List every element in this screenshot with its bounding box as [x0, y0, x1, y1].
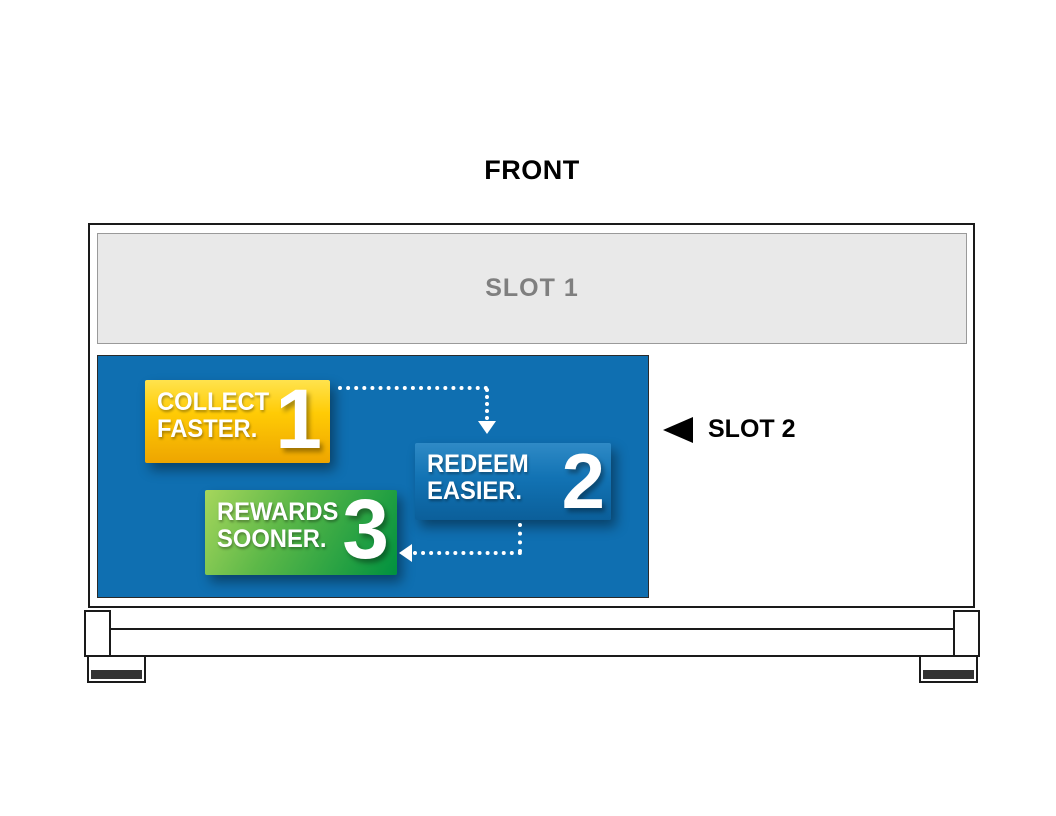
badge-collect-faster: COLLECT FASTER. 1 — [145, 374, 330, 464]
badge-redeem-easier: REDEEM EASIER. 2 — [415, 439, 611, 523]
badge-3-line1: REWARDS — [217, 498, 339, 526]
dotted-arrow-2-horizontal — [413, 551, 522, 555]
badge-rewards-sooner: REWARDS SOONER. 3 — [205, 484, 397, 575]
badge-1-text: COLLECT FASTER. — [157, 389, 269, 443]
cabinet-foot-pad-left — [91, 670, 142, 679]
slot1-label: SLOT 1 — [485, 274, 579, 302]
badge-2-line2: EASIER. — [427, 477, 523, 505]
badge-1-line1: COLLECT — [157, 388, 270, 416]
slot2-label: SLOT 2 — [708, 415, 796, 443]
slot1-panel: SLOT 1 — [97, 233, 967, 344]
badge-3-line2: SOONER. — [217, 525, 327, 553]
badge-2-text: REDEEM EASIER. — [427, 451, 529, 505]
badge-3-number: 3 — [342, 482, 389, 576]
cabinet-base-rail — [109, 628, 955, 657]
badge-3-text: REWARDS SOONER. — [217, 499, 338, 553]
slot2-pointer-icon — [663, 417, 693, 443]
badge-1-line2: FASTER. — [157, 415, 258, 443]
arrowhead-down-icon — [478, 421, 496, 434]
dotted-arrow-1-horizontal — [338, 386, 488, 390]
badge-2-line1: REDEEM — [427, 450, 529, 478]
dotted-arrow-2-vertical — [518, 523, 522, 553]
badge-2-number: 2 — [561, 437, 605, 525]
cabinet-leg-right — [953, 610, 980, 657]
cabinet-foot-right — [919, 655, 978, 683]
cabinet-leg-left — [84, 610, 111, 657]
dotted-arrow-1-vertical — [485, 388, 489, 420]
diagram-title: FRONT — [484, 155, 580, 185]
arrowhead-left-icon — [399, 544, 412, 562]
cabinet-foot-left — [87, 655, 146, 683]
cabinet-foot-pad-right — [923, 670, 974, 679]
badge-1-number: 1 — [275, 372, 322, 466]
